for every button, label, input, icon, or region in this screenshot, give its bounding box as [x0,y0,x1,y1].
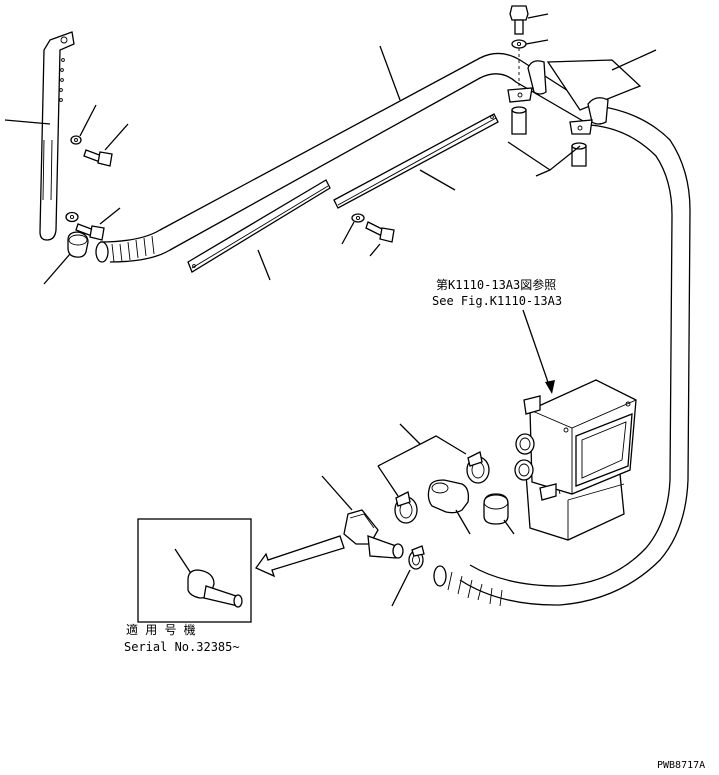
guard-tube [95,45,691,607]
hose-sleeve [427,479,471,535]
bolt-mid [365,221,395,257]
washer-mid [341,213,365,245]
inset-note-en: Serial No.32385~ [124,640,240,654]
drawing-code: PWB8717A [657,760,705,771]
mount-plate [507,49,657,135]
hose-clip [391,545,425,607]
bolt-top [509,5,549,35]
protector-left [187,179,331,281]
bolt-upper [83,123,129,167]
bolt-lower [75,207,121,241]
ref-note-en: See Fig.K1110-13A3 [432,294,562,308]
inset-pointer-arrow [255,535,345,578]
spacer-collars [507,106,587,177]
heater-unit [514,379,637,541]
ref-arrow-head [545,380,555,394]
elbow-joint [321,475,404,559]
washer-upper [70,104,97,145]
washer-top [511,39,549,86]
ref-note-jp: 第K1110-13A3図参照 [436,277,556,292]
clamp-set [377,423,490,524]
grommet [43,231,89,285]
stay-bracket [4,31,75,241]
washer-lower [65,211,79,223]
plug-cap [483,493,515,535]
inset-note-jp: 適 用 号 機 [126,622,196,637]
inset-box [137,518,252,623]
protector-right [333,113,499,209]
